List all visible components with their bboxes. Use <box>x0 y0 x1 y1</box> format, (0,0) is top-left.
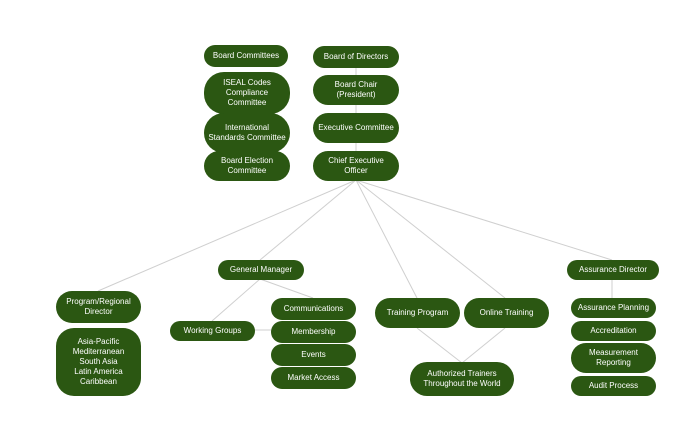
accreditation-node: Accreditation <box>571 321 656 341</box>
connector <box>259 179 357 261</box>
communications-node: Communications <box>271 298 356 320</box>
connector <box>355 179 506 299</box>
chief-executive-officer-node: Chief Executive Officer <box>313 151 399 181</box>
connector <box>355 179 418 299</box>
connector <box>461 327 506 364</box>
working-groups-node: Working Groups <box>170 321 255 341</box>
authorized-trainers-node: Authorized Trainers Throughout the World <box>410 362 514 396</box>
connector <box>355 179 613 261</box>
measurement-reporting-node: Measurement Reporting <box>571 343 656 373</box>
assurance-director-node: Assurance Director <box>567 260 659 280</box>
membership-node: Membership <box>271 321 356 343</box>
iseal-codes-compliance-committee-node: ISEAL Codes Compliance Committee <box>204 72 290 114</box>
board-of-directors-node: Board of Directors <box>313 46 399 68</box>
connector <box>416 327 463 364</box>
online-training-node: Online Training <box>464 298 549 328</box>
connector <box>97 179 357 292</box>
board-election-committee-node: Board Election Committee <box>204 151 290 181</box>
connector <box>211 278 261 322</box>
international-standards-committee-node: International Standards Committee <box>204 113 290 153</box>
training-program-node: Training Program <box>375 298 460 328</box>
regions-list-node: Asia-Pacific Mediterranean South Asia La… <box>56 328 141 396</box>
board-chair-node: Board Chair (President) <box>313 75 399 105</box>
events-node: Events <box>271 344 356 366</box>
assurance-planning-node: Assurance Planning <box>571 298 656 318</box>
audit-process-node: Audit Process <box>571 376 656 396</box>
executive-committee-node: Executive Committee <box>313 113 399 143</box>
market-access-node: Market Access <box>271 367 356 389</box>
board-committees-node: Board Committees <box>204 45 288 67</box>
program-regional-director-node: Program/Regional Director <box>56 291 141 323</box>
connector <box>259 278 314 299</box>
general-manager-node: General Manager <box>218 260 304 280</box>
